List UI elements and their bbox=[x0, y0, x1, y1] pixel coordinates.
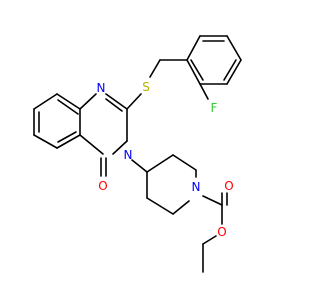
oxygen-ester-carbonyl-atom-label: O bbox=[224, 179, 233, 193]
nitrogen-piperidine-atom-label: N bbox=[192, 180, 201, 194]
oxygen-ester-atom-label: O bbox=[217, 225, 226, 239]
nitrogen-upper-atom-label: N bbox=[97, 81, 106, 95]
bond-lines bbox=[33, 35, 242, 273]
molecule-structure: F S N N O N O O bbox=[33, 35, 242, 273]
sulfur-atom-label: S bbox=[142, 80, 150, 94]
nitrogen-ring-atom-label: N bbox=[124, 148, 133, 162]
fluorine-atom-label: F bbox=[211, 101, 218, 115]
oxygen-carbonyl-atom-label: O bbox=[98, 179, 107, 193]
